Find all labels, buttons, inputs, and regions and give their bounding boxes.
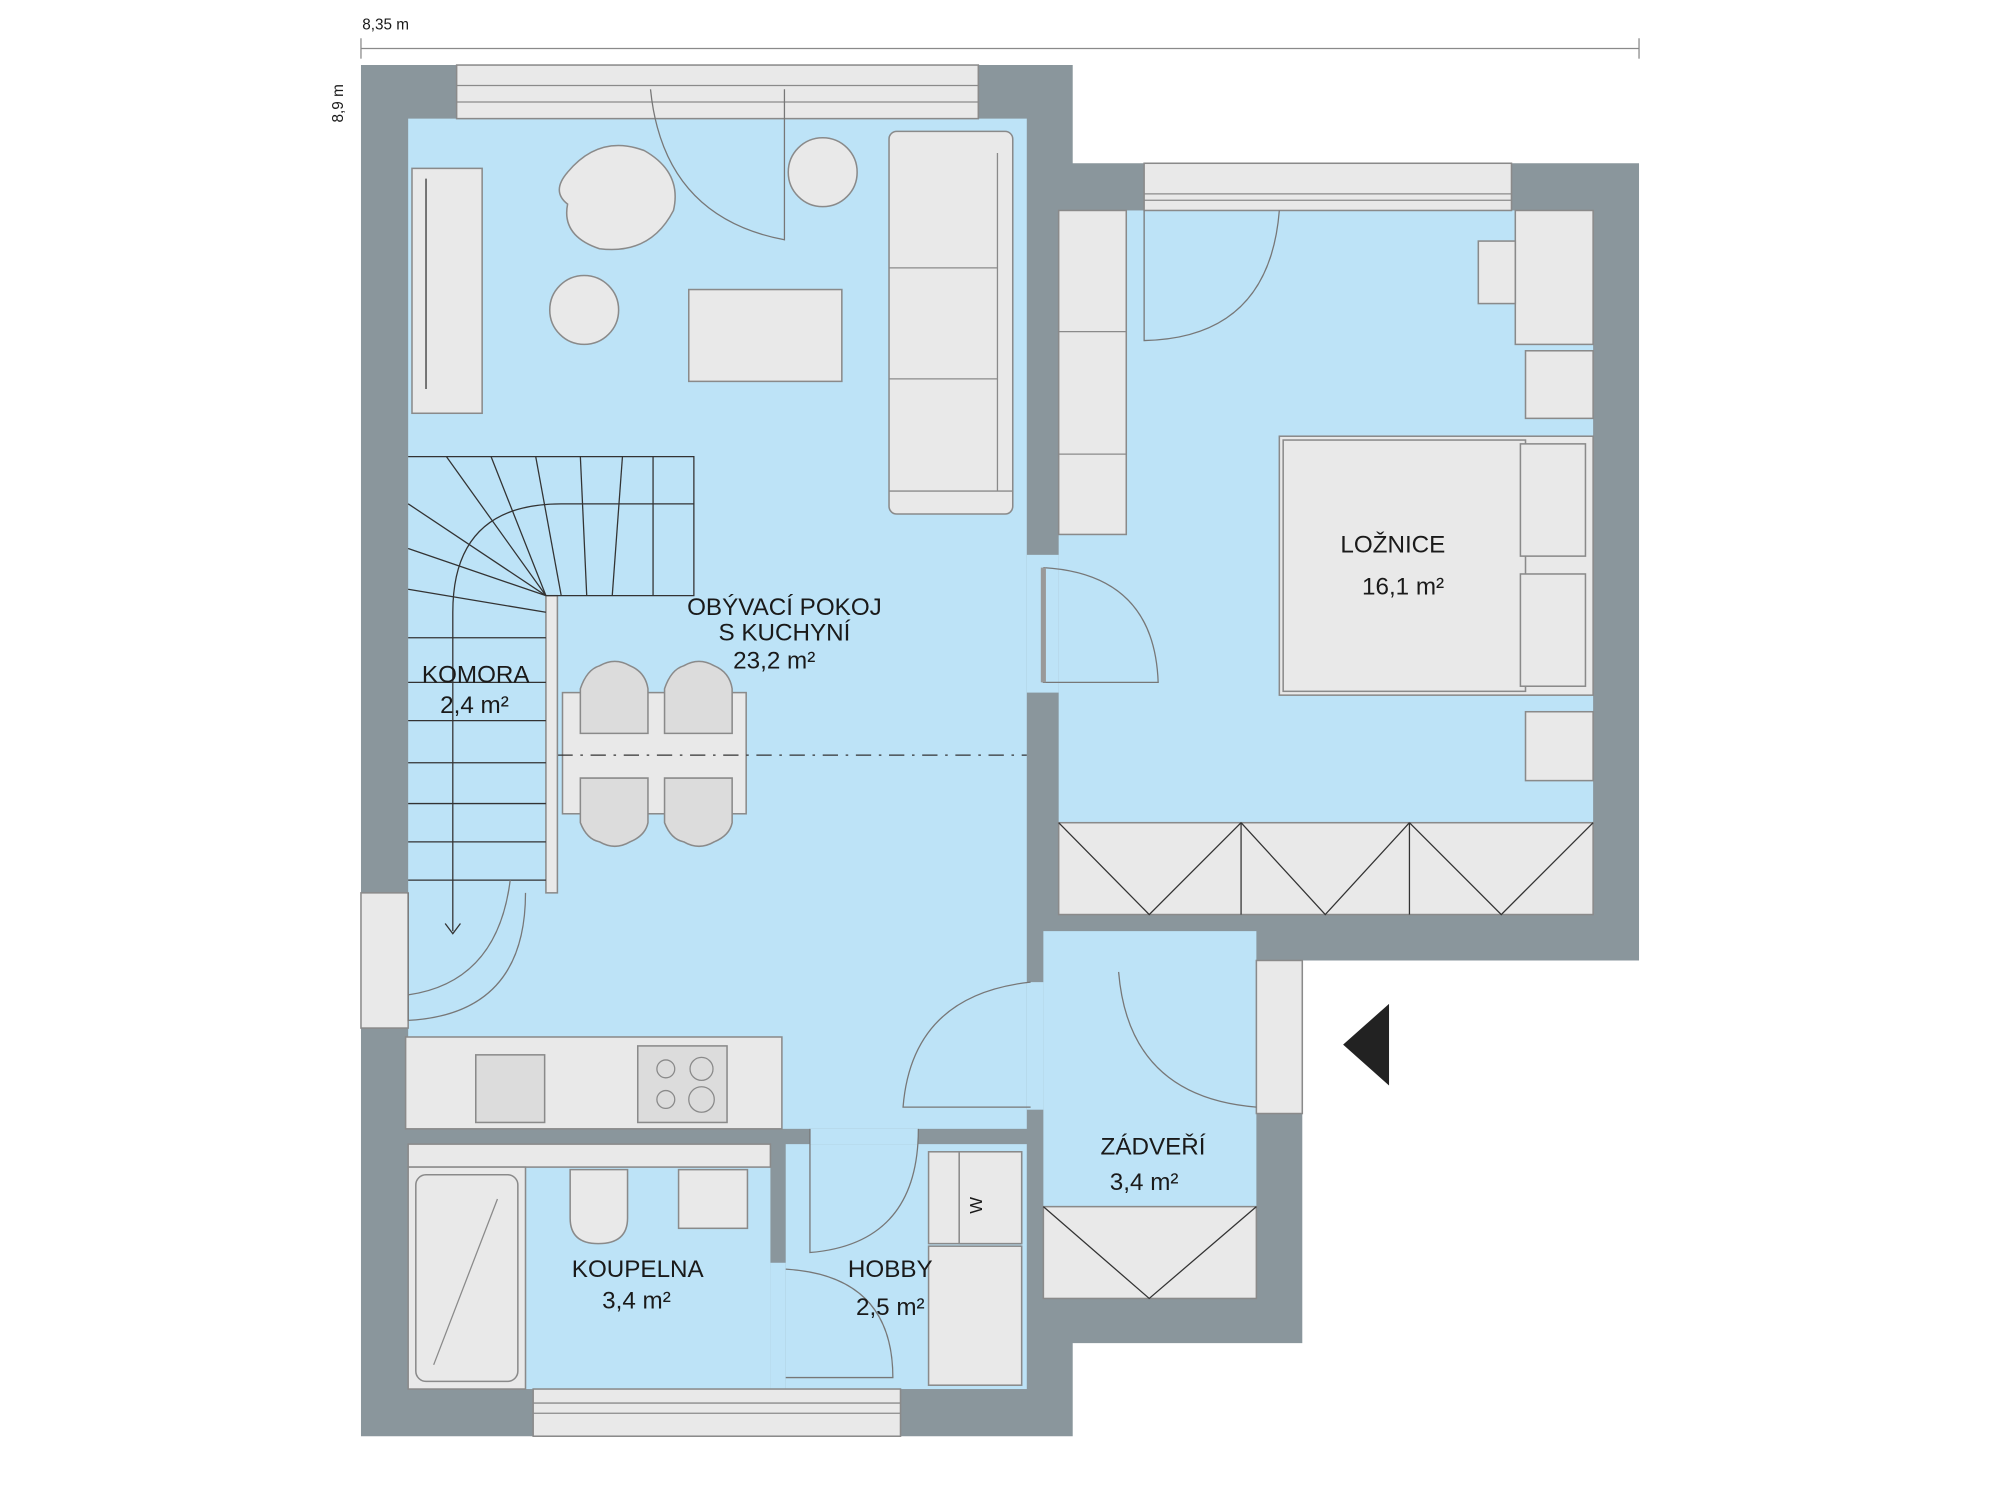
doors: [407, 89, 1280, 1379]
staircase: [407, 455, 695, 935]
sink: [475, 1054, 546, 1124]
wardrobe: [411, 167, 483, 415]
toilet: [569, 1168, 629, 1245]
bedroom-area: 16,1 m²: [1362, 573, 1444, 600]
washbasin: [677, 1168, 749, 1230]
living-room-name-1: OBÝVACÍ POKOJ: [687, 594, 882, 621]
washer: [958, 1151, 1023, 1245]
room-labels: OBÝVACÍ POKOJ S KUCHYNÍ 23,2 m² KOMORA 2…: [422, 531, 1445, 1321]
living-furniture: [411, 130, 1027, 848]
windows: [360, 64, 1513, 1437]
hall-name: ZÁDVEŘÍ: [1101, 1133, 1206, 1160]
width-dimension: 8,35 m: [362, 16, 409, 33]
sofa: [888, 130, 1014, 515]
hall-area: 3,4 m²: [1110, 1169, 1179, 1196]
hob: [636, 1045, 728, 1124]
entrance-arrow-icon: [1343, 1003, 1390, 1086]
dimension-lines: 8,35 m 8,9 m: [330, 16, 1640, 122]
hobby-furniture: W: [927, 1151, 1023, 1386]
storage-area: 2,4 m²: [440, 692, 509, 719]
bathroom-fixtures: [407, 1143, 772, 1390]
wardrobe: [1057, 821, 1594, 916]
bathroom-area: 3,4 m²: [602, 1288, 671, 1315]
bed: [1282, 439, 1527, 693]
hobby-area: 2,5 m²: [856, 1294, 925, 1321]
storage-name: KOMORA: [422, 661, 530, 688]
bedroom-furniture: [1057, 209, 1594, 916]
bathroom-name: KOUPELNA: [572, 1256, 705, 1283]
bedroom-name: LOŽNICE: [1340, 531, 1445, 558]
living-room-name-2: S KUCHYNÍ: [718, 619, 850, 646]
coffee-table: [688, 288, 843, 383]
height-dimension: 8,9 m: [330, 84, 347, 122]
washer-label: W: [966, 1197, 986, 1214]
armchair: [558, 144, 676, 251]
living-room-area: 23,2 m²: [733, 647, 815, 674]
hall-wardrobe: [1042, 1205, 1258, 1300]
hobby-name: HOBBY: [848, 1256, 933, 1283]
kitchen-counter: [404, 1036, 783, 1130]
